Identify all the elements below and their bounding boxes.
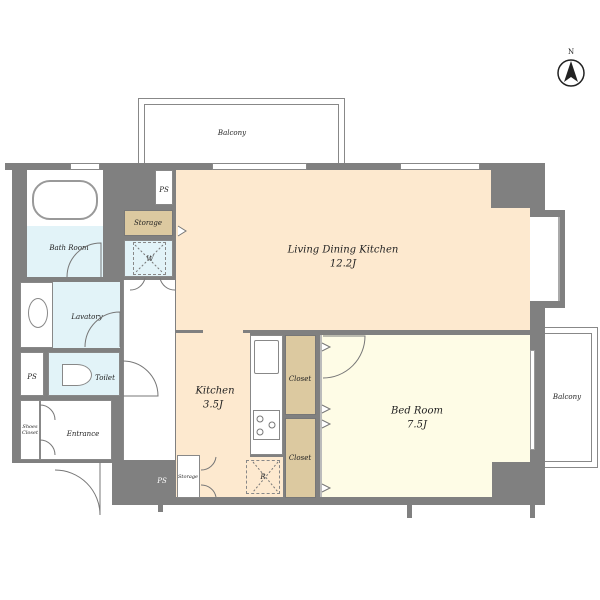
compass-label: N (568, 48, 575, 56)
washer-label: W (146, 255, 154, 263)
shoes-closet (20, 400, 40, 460)
door-icon (66, 242, 102, 278)
closet-1-label: Closet (288, 375, 312, 383)
entrance-label: Entrance (66, 430, 100, 438)
kitchen-size: 3.5J (203, 399, 223, 411)
wall-pillar (530, 500, 535, 518)
bathtub-icon (32, 180, 98, 220)
ldk-size: 12.2J (329, 258, 357, 270)
hallway (123, 280, 175, 460)
north-arrow-icon (557, 59, 585, 87)
toilet-label: Toilet (95, 374, 115, 382)
window-top (400, 163, 480, 170)
wall-notch (492, 462, 530, 500)
balcony-top-label: Balcony (217, 129, 247, 137)
ps-top (155, 170, 173, 205)
balcony-right-label: Balcony (552, 393, 582, 401)
ps-bottom-label: PS (157, 477, 167, 485)
storage-top-label: Storage (134, 219, 162, 227)
closet-2 (285, 418, 316, 498)
wall-notch (491, 170, 530, 208)
door-icon (54, 469, 101, 516)
room-kitchen-link (203, 328, 243, 336)
storage-top (124, 210, 173, 236)
wall-pillar (158, 500, 163, 512)
shoes-closet-label: Shoes Closet (22, 424, 38, 436)
stove-icon (253, 410, 280, 440)
door-icon (200, 456, 217, 498)
room-toilet (48, 352, 120, 396)
kitchen-storage (177, 455, 200, 498)
toilet-icon (62, 364, 92, 386)
door-icon (129, 277, 176, 291)
ps-top-label: PS (159, 186, 169, 194)
bedroom-label: Bed Room (391, 405, 443, 417)
compass: N (556, 48, 588, 94)
door-icon (84, 311, 121, 348)
lavatory-label: Lavatory (71, 313, 103, 321)
fridge-label: R (260, 473, 266, 481)
closet-2-label: Closet (288, 454, 312, 462)
room-entrance (40, 400, 112, 460)
ps-left-label: PS (27, 373, 37, 381)
fridge-box (246, 460, 280, 494)
window-top (70, 163, 100, 170)
kitchen-label: Kitchen (195, 385, 235, 397)
room-ldk (176, 170, 530, 330)
washer-box (133, 242, 166, 275)
washbasin-icon (28, 298, 48, 328)
ldk-label: Living Dining Kitchen (287, 244, 399, 256)
sink-icon (254, 340, 279, 374)
door-icon (39, 404, 56, 456)
door-icon (122, 360, 159, 397)
bedroom-window (530, 350, 535, 450)
bath-label: Bath Room (49, 244, 89, 252)
washer-space (124, 240, 173, 277)
ps-left (20, 352, 44, 396)
kitchen-storage-label: Storage (178, 474, 198, 480)
door-icon (322, 335, 366, 379)
closet-1 (285, 335, 316, 415)
bay-window (530, 217, 560, 301)
window-top (212, 163, 307, 170)
wall-pillar (407, 500, 412, 518)
room-bath (27, 226, 103, 277)
bedroom-size: 7.5J (407, 419, 427, 431)
